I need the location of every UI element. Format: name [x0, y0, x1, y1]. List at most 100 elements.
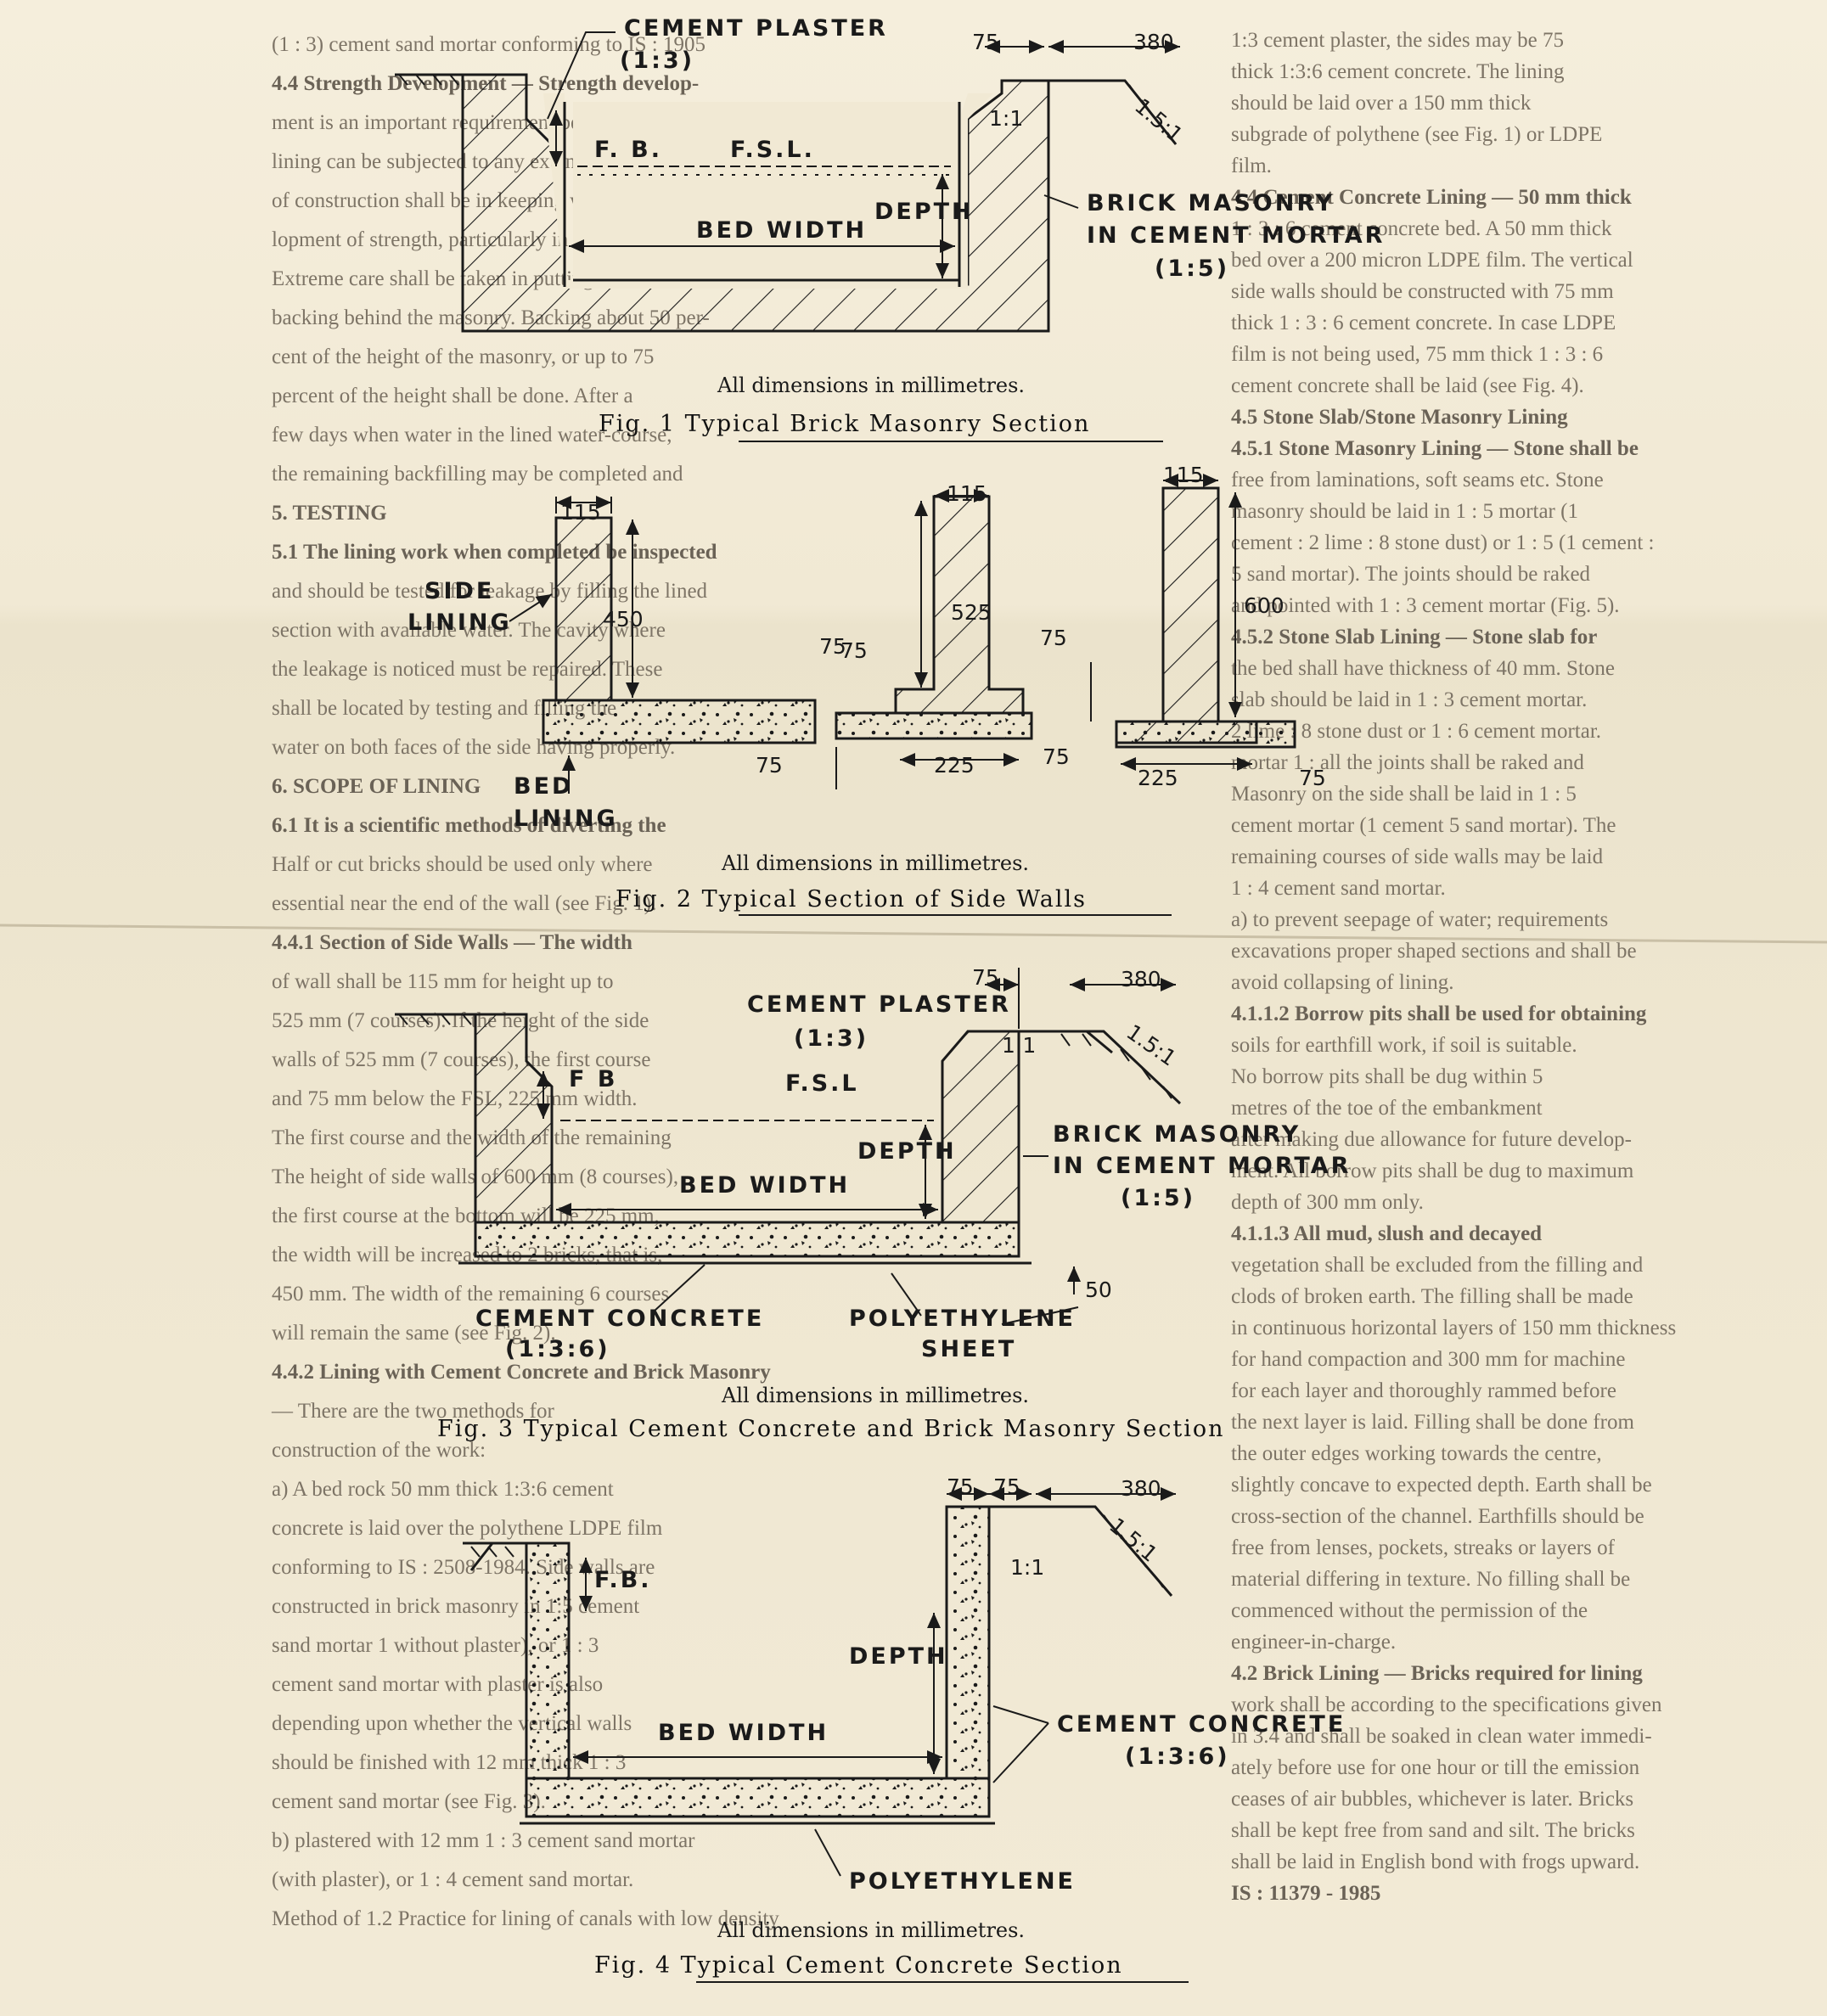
background-text-line: 4.5.1 Stone Masonry Lining — Stone shall… — [1231, 437, 1639, 460]
label-polyethylene: POLYETHYLENE — [849, 1306, 1076, 1332]
label-cement-mortar: IN CEMENT MORTAR — [1087, 222, 1385, 249]
dim-wall2-step-left: 75 — [819, 634, 846, 659]
label-cement-concrete: CEMENT CONCRETE — [475, 1306, 764, 1332]
background-text-line: side walls should be constructed with 75… — [1231, 280, 1614, 303]
label-cement-mortar: IN CEMENT MORTAR — [1053, 1153, 1351, 1179]
background-text-line: Method of 1.2 Practice for lining of can… — [272, 1907, 779, 1930]
dim-wall3-step: 75 — [1040, 626, 1067, 650]
background-text-line: film is not being used, 75 mm thick 1 : … — [1231, 343, 1603, 366]
background-text-line: work shall be according to the specifica… — [1231, 1693, 1662, 1716]
label-cement-plaster: CEMENT PLASTER — [747, 991, 1011, 1018]
label-side: SIDE — [424, 578, 494, 604]
label-depth: DEPTH — [849, 1643, 948, 1670]
background-text-line: vegetation shall be excluded from the fi… — [1231, 1254, 1644, 1277]
background-text-line: 525 mm (7 courses). If the height of the… — [272, 1009, 649, 1032]
background-text-line: 5 sand mortar). The joints should be rak… — [1231, 563, 1591, 586]
background-text-line: 4.5 Stone Slab/Stone Masonry Lining — [1231, 406, 1568, 429]
ground-hatch — [398, 74, 459, 86]
label-bed-lining: LINING — [514, 806, 618, 832]
outer-slope-ratio: 1.5:1 — [1130, 93, 1188, 147]
dim-wall3-base-thk-right: 75 — [1299, 766, 1326, 790]
background-text-line: 4.4.2 Lining with Cement Concrete and Br… — [272, 1361, 771, 1384]
figure-caption: Fig. 3 Typical Cement Concrete and Brick… — [437, 1416, 1224, 1442]
label-depth: DEPTH — [874, 199, 974, 225]
label-mortar-mix: (1:5) — [1155, 256, 1229, 282]
background-text-line: thick 1 : 3 : 6 cement concrete. In case… — [1231, 312, 1616, 334]
side-slope-ratio: 1:1 — [1002, 1033, 1036, 1058]
background-text-line: slightly concave to expected depth. Eart… — [1231, 1474, 1652, 1497]
background-text-line: 4.4 Cement Concrete Lining — 50 mm thick — [1231, 186, 1632, 209]
side-slope-ratio: 1:1 — [989, 106, 1023, 131]
background-text-line: and 75 mm below the FSL, 225 mm width. — [272, 1087, 638, 1110]
label-plaster-mix: (1:3) — [620, 48, 694, 74]
ground-hatch — [1128, 84, 1177, 145]
figure-2: 115 450 75 SIDE LINING BED LINING 115 52… — [408, 463, 1326, 916]
dim-wall2-base: 225 — [934, 753, 975, 778]
dim-berm-width: 380 — [1121, 1476, 1161, 1501]
figure-4: 75 75 380 1:1 1.5:1 F.B. DEPTH BED WIDTH… — [463, 1474, 1346, 1983]
background-text-line: after making due allowance for future de… — [1231, 1128, 1632, 1151]
label-cement-concrete: CEMENT CONCRETE — [1057, 1711, 1346, 1738]
dim-top-a: 75 — [947, 1474, 974, 1499]
background-text-line: ceases of air bubbles, whichever is late… — [1231, 1788, 1633, 1811]
label-mortar-mix: (1:5) — [1121, 1185, 1195, 1211]
label-free-board: F B — [569, 1066, 617, 1092]
background-text-line: a) A bed rock 50 mm thick 1:3:6 cement — [272, 1478, 614, 1501]
right-concrete-wall — [945, 1505, 991, 1780]
left-wall-masonry — [474, 1013, 554, 1224]
label-depth: DEPTH — [857, 1138, 957, 1165]
background-text-line: construction of the work: — [272, 1439, 486, 1462]
background-text-line: 5. TESTING — [272, 502, 387, 525]
left-concrete-wall — [525, 1541, 571, 1780]
label-cement-plaster: CEMENT PLASTER — [624, 15, 888, 42]
dim-wall2-step: 75 — [840, 638, 868, 663]
figure-1: 75 380 1:1 1.5:1 CEMENT PLASTER (1:3) F.… — [395, 15, 1385, 442]
cement-concrete-bed — [525, 1777, 991, 1818]
dim-wall2-height: 525 — [951, 600, 992, 625]
background-text-line: Masonry on the side shall be laid in 1 :… — [1231, 783, 1577, 806]
cement-concrete-bed — [474, 1221, 1020, 1258]
background-text-line: remaining courses of side walls may be l… — [1231, 845, 1604, 868]
label-brick-masonry: BRICK MASONRY — [1087, 190, 1335, 216]
background-text-line: 6. SCOPE OF LINING — [272, 775, 481, 798]
bed-lining — [542, 699, 817, 744]
background-text-line: shall be laid in English bond with frogs… — [1231, 1850, 1639, 1873]
dimension-note: All dimensions in millimetres. — [717, 373, 1025, 397]
background-text-line: 1:3 cement plaster, the sides may be 75 — [1231, 29, 1564, 52]
background-text-line: metres of the toe of the embankment — [1231, 1097, 1543, 1120]
background-text-line: will remain the same (see Fig. 2). — [272, 1322, 556, 1345]
background-text-right: 1:3 cement plaster, the sides may be 75 t… — [1231, 29, 1676, 1905]
background-text-line: a) to prevent seepage of water; requirem… — [1231, 908, 1608, 931]
background-text-line: free from lenses, pockets, streaks or la… — [1231, 1536, 1616, 1559]
background-text-line: for each layer and thoroughly rammed bef… — [1231, 1379, 1616, 1402]
background-text-line: for hand compaction and 300 mm for machi… — [1231, 1348, 1625, 1371]
label-sheet: SHEET — [921, 1336, 1016, 1362]
background-text-line: walls of 525 mm (7 courses), the first c… — [272, 1048, 650, 1071]
dim-top-thickness: 75 — [972, 30, 999, 54]
background-text-line: bed over a 200 micron LDPE film. The ver… — [1231, 249, 1633, 272]
label-concrete-mix: (1:3:6) — [505, 1336, 610, 1362]
background-text-line: ment. All borrow pits shall be dug to ma… — [1231, 1160, 1634, 1182]
background-text-line: The first course and the width of the re… — [272, 1126, 672, 1149]
background-text-line: 4.4.1 Section of Side Walls — The width — [272, 931, 632, 954]
dim-berm-width: 380 — [1121, 967, 1161, 991]
background-text-line: free from laminations, soft seams etc. S… — [1231, 469, 1604, 491]
background-text-line: (with plaster), or 1 : 4 cement sand mor… — [272, 1868, 633, 1891]
background-text-line: the next layer is laid. Filling shall be… — [1231, 1411, 1634, 1434]
background-text-line: commenced without the permission of the — [1231, 1599, 1588, 1622]
dim-wall3-base: 225 — [1138, 766, 1178, 790]
background-text-line: concrete is laid over the polythene LDPE… — [272, 1517, 663, 1540]
figure-caption: Fig. 2 Typical Section of Side Walls — [616, 886, 1087, 913]
background-text-line: Half or cut bricks should be used only w… — [272, 853, 653, 876]
outer-slope-ratio: 1.5:1 — [1105, 1513, 1162, 1566]
label-lining: LINING — [408, 609, 512, 636]
dim-bed-thickness: 50 — [1085, 1278, 1112, 1302]
dimension-note: All dimensions in millimetres. — [721, 1384, 1029, 1407]
background-text-line: IS : 11379 - 1985 — [1231, 1882, 1380, 1905]
background-text-line: 1 : 4 cement sand mortar. — [1231, 877, 1446, 900]
background-text-line: 1 : 3 : 6 cement concrete bed. A 50 mm t… — [1231, 217, 1612, 240]
outer-slope — [1019, 1030, 1182, 1105]
background-text-line: 5.1 The lining work when completed be in… — [272, 541, 717, 564]
